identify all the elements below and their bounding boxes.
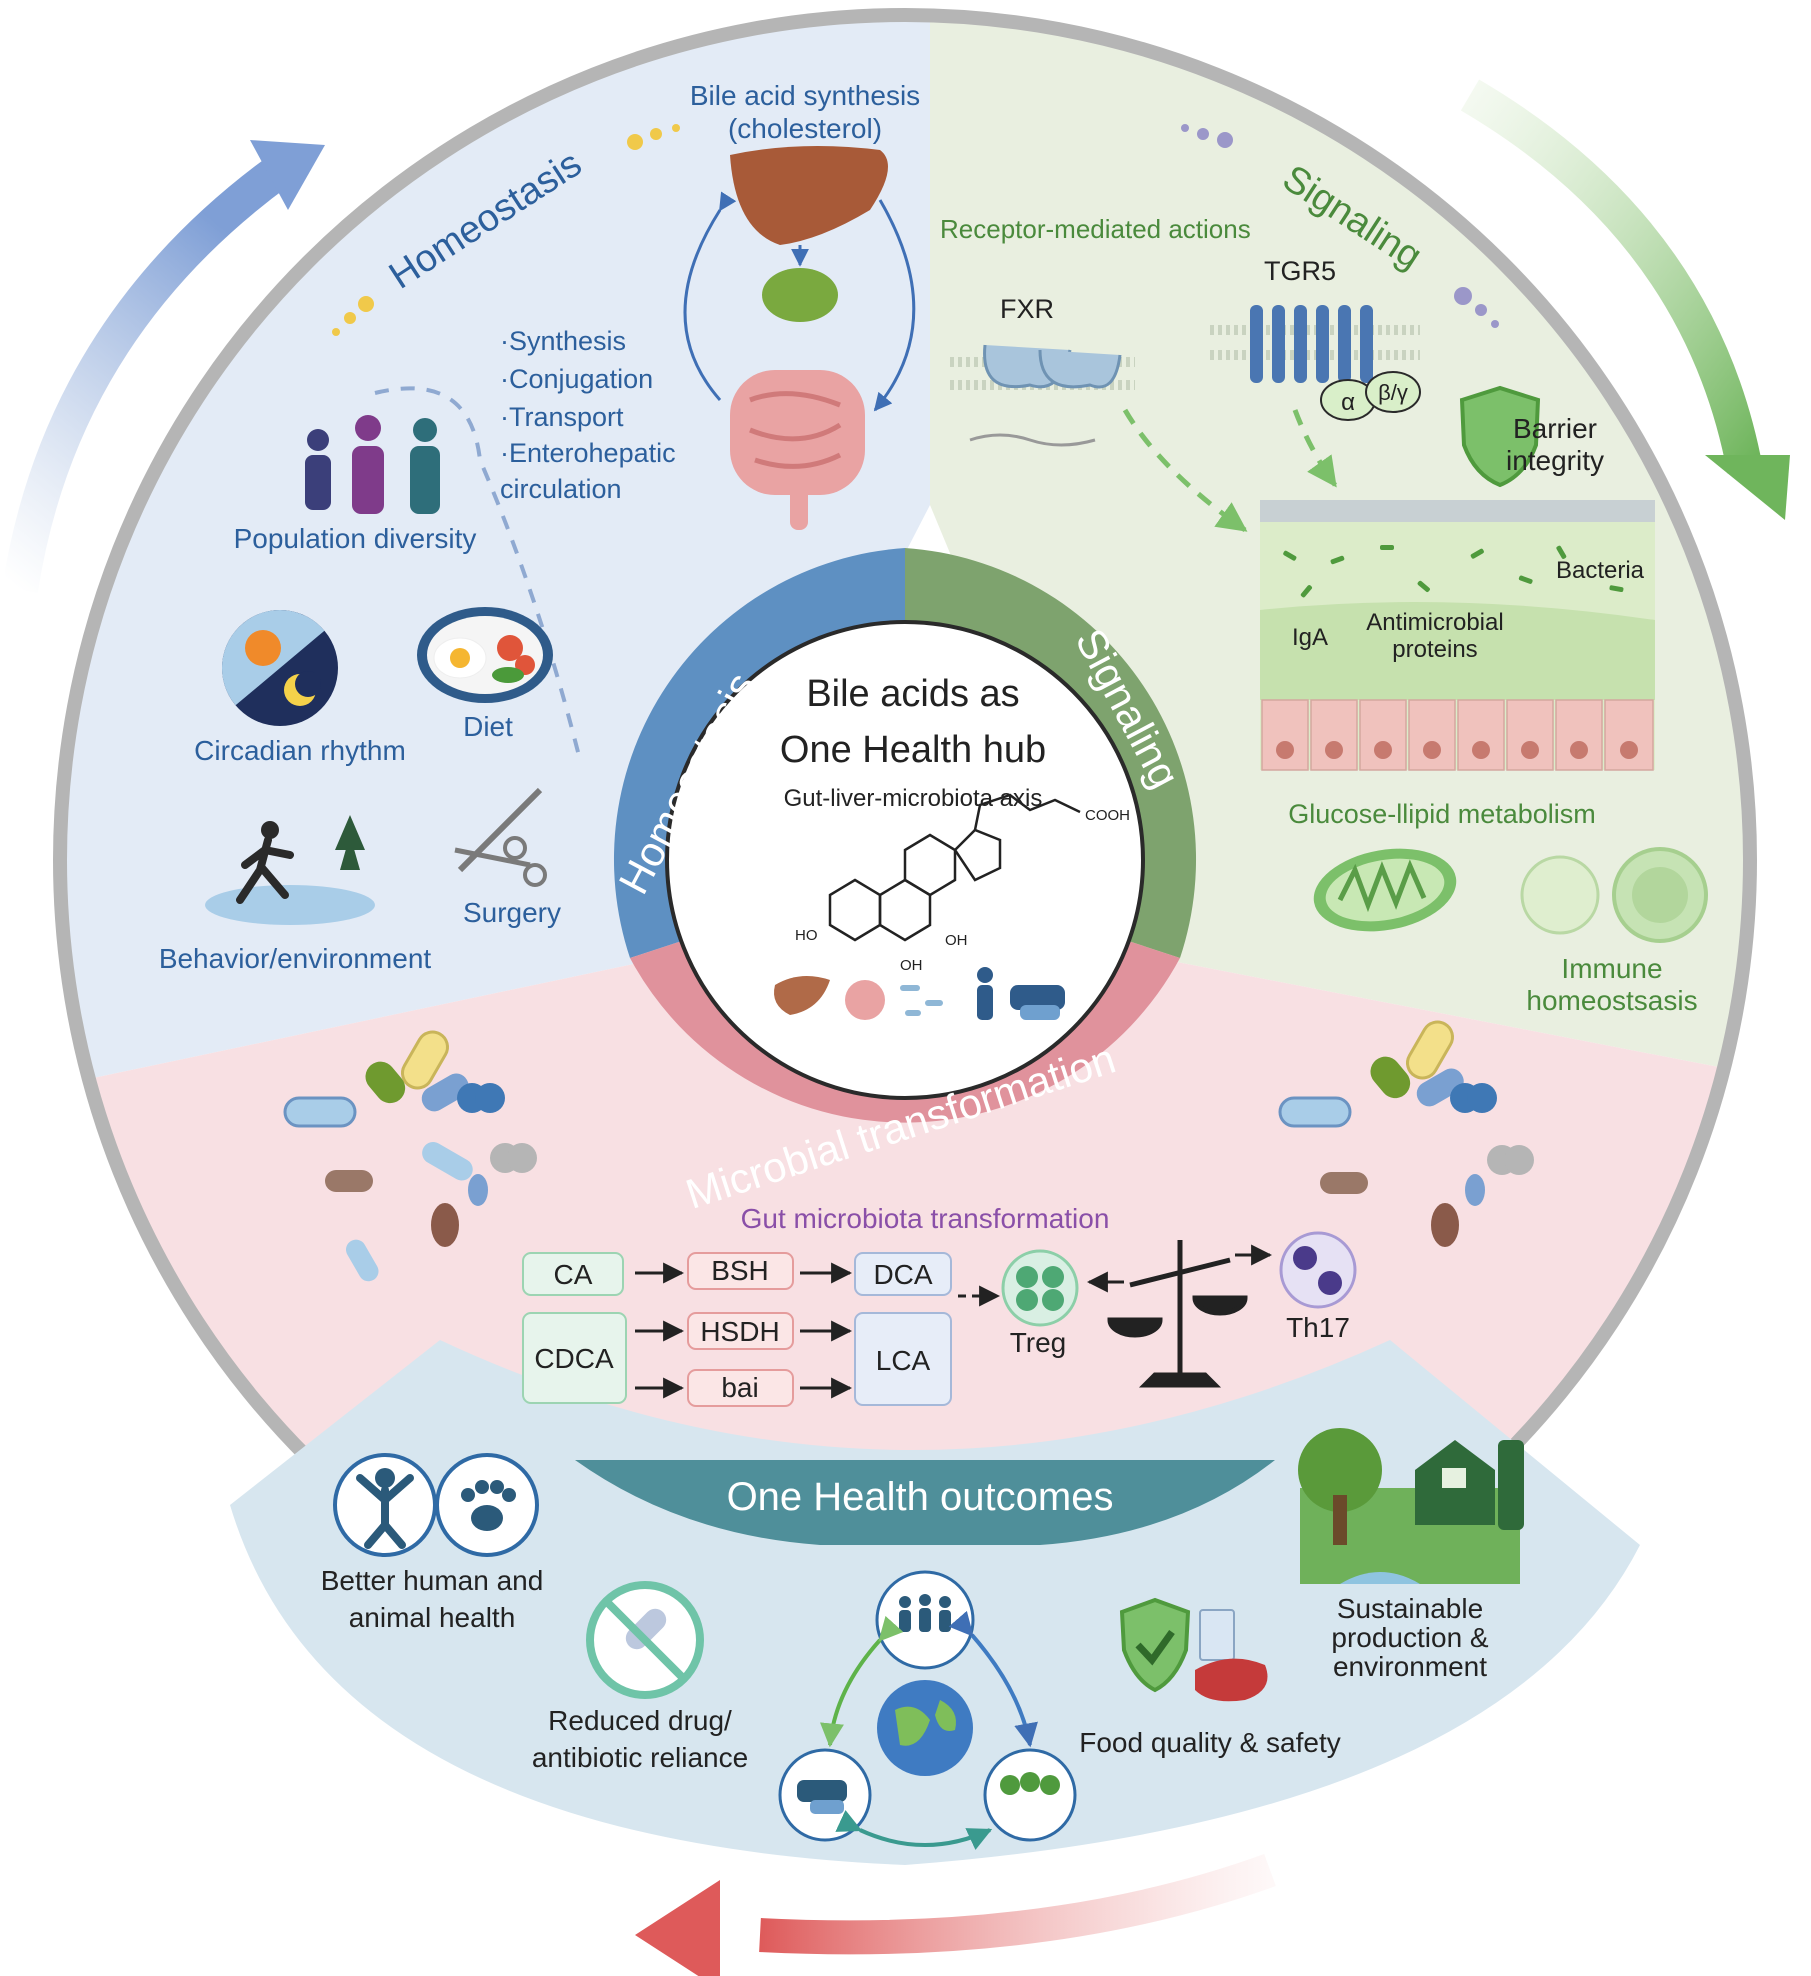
- intestine-icon: [730, 370, 865, 530]
- mini-human-icon: [977, 967, 993, 1020]
- sustainable-label-1: Sustainable: [1337, 1593, 1483, 1624]
- iga-label: IgA: [1292, 624, 1328, 651]
- fxr-label: FXR: [1000, 294, 1054, 324]
- surgery-label: Surgery: [463, 897, 561, 928]
- th17-label: Th17: [1286, 1312, 1350, 1343]
- hsdh-label: HSDH: [700, 1316, 779, 1347]
- fxr-receptor-icon: [950, 344, 1135, 447]
- sustainable-farm-icon: [1298, 1428, 1524, 1584]
- step-synthesis: ·Synthesis: [500, 326, 626, 356]
- bile-synthesis-title: Bile acid synthesis: [690, 80, 920, 111]
- barrier-label-1: Barrier: [1513, 413, 1597, 444]
- microbiota-title: Gut microbiota transformation: [741, 1203, 1110, 1234]
- barrier-shield-icon: [1459, 385, 1541, 488]
- cycle-arrow-red: [635, 1854, 1276, 1976]
- no-drug-icon: [586, 1581, 704, 1699]
- tgr5-to-epithelium-arrow: [1292, 409, 1338, 488]
- gallbladder-icon: [762, 268, 838, 322]
- bai-label: bai: [721, 1372, 758, 1403]
- population-label: Population diversity: [234, 523, 477, 554]
- diet-label: Diet: [463, 711, 513, 742]
- food-label: Food quality & safety: [1079, 1727, 1340, 1758]
- mitochondria-icon: [1313, 848, 1457, 932]
- immune-cell-icon: [1520, 847, 1708, 943]
- mini-intestine-icon: [845, 980, 885, 1020]
- behavior-icon: [205, 815, 375, 925]
- chem-oh-2: OH: [900, 957, 923, 974]
- hub-subtitle: Gut-liver-microbiota axis: [784, 785, 1043, 812]
- sustainable-label-2: production &: [1331, 1622, 1489, 1653]
- lca-label: LCA: [876, 1345, 931, 1376]
- amp-label-2: proteins: [1392, 636, 1477, 663]
- alpha-label: α: [1341, 389, 1355, 416]
- treg-cell-icon: [1001, 1249, 1079, 1327]
- beta-gamma-label: β/γ: [1378, 380, 1408, 405]
- bile-synthesis-subtitle: (cholesterol): [728, 113, 882, 144]
- balance-scale-icon: [1086, 1240, 1273, 1388]
- pathway-arrows: [635, 1262, 1001, 1399]
- bsh-label: BSH: [711, 1255, 769, 1286]
- receptor-label: Receptor-mediated actions: [940, 214, 1251, 244]
- circulation-arrow-right: [873, 199, 916, 412]
- one-health-cycle: [778, 1570, 1077, 1850]
- barrier-label-2: integrity: [1506, 445, 1604, 476]
- circulation-arrow-left: [683, 191, 737, 401]
- ring-microbial: [630, 935, 1180, 1123]
- circadian-icon: [222, 610, 338, 726]
- step-circulation: circulation: [500, 474, 622, 504]
- epithelium-panel: [1260, 500, 1655, 771]
- hub-mini-icons: [774, 967, 1065, 1020]
- cycle-arrow-green: [1460, 79, 1790, 520]
- dashed-link: [374, 386, 582, 761]
- microbes-right-icon: [1278, 1020, 1534, 1247]
- food-safety-icon: [1119, 1597, 1268, 1702]
- mini-liver-icon: [774, 976, 830, 1015]
- mini-livestock-icon: [1010, 985, 1065, 1020]
- bile-acid-structure: [828, 793, 1081, 942]
- pathway-boxes: [522, 1252, 952, 1407]
- homeostasis-dots: [332, 124, 680, 336]
- step-conjugation: ·Conjugation: [500, 364, 653, 394]
- drug-label-1: Reduced drug/: [548, 1705, 732, 1736]
- health-label-1: Better human and: [321, 1565, 544, 1596]
- drug-label-2: antibiotic reliance: [532, 1742, 748, 1773]
- cycle-arrow-blue: [2, 140, 325, 593]
- cdca-label: CDCA: [534, 1343, 614, 1374]
- dca-label: DCA: [873, 1259, 932, 1290]
- amp-label-1: Antimicrobial: [1366, 609, 1503, 636]
- chem-oh-1: OH: [945, 932, 968, 949]
- tgr5-label: TGR5: [1264, 256, 1336, 286]
- tgr5-receptor-icon: [1210, 305, 1421, 421]
- health-label-2: animal health: [349, 1602, 516, 1633]
- step-enterohepatic: ·Enterohepatic: [500, 438, 676, 468]
- liver-icon: [730, 146, 888, 245]
- chem-ho: HO: [795, 927, 818, 944]
- fxr-to-epithelium-arrow: [1122, 408, 1248, 533]
- immune-label-1: Immune: [1561, 953, 1662, 984]
- mini-microbe-icon: [900, 985, 943, 1016]
- immune-label-2: homeostsasis: [1526, 985, 1697, 1016]
- th17-cell-icon: [1279, 1231, 1357, 1309]
- population-icon: [305, 415, 440, 514]
- sustainable-label-3: environment: [1333, 1651, 1487, 1682]
- behavior-label: Behavior/environment: [159, 943, 432, 974]
- paw-icon: [435, 1453, 539, 1557]
- diet-icon: [417, 607, 553, 703]
- outcomes-banner: [575, 1460, 1275, 1545]
- signaling-dots: [1181, 124, 1499, 328]
- hub-title-line2: One Health hub: [780, 729, 1046, 771]
- outcomes-banner-label: One Health outcomes: [727, 1475, 1114, 1519]
- treg-label: Treg: [1010, 1327, 1067, 1358]
- human-health-icon: [333, 1453, 437, 1557]
- chem-cooh: COOH: [1085, 807, 1130, 824]
- step-transport: ·Transport: [500, 402, 624, 432]
- circadian-label: Circadian rhythm: [194, 735, 406, 766]
- microbes-left-icon: [283, 1030, 537, 1282]
- bacteria-label: Bacteria: [1556, 557, 1645, 584]
- hub-title-line1: Bile acids as: [806, 673, 1019, 715]
- surgery-icon: [454, 787, 547, 887]
- glucose-label: Glucose-llipid metabolism: [1288, 799, 1596, 829]
- ca-label: CA: [554, 1259, 593, 1290]
